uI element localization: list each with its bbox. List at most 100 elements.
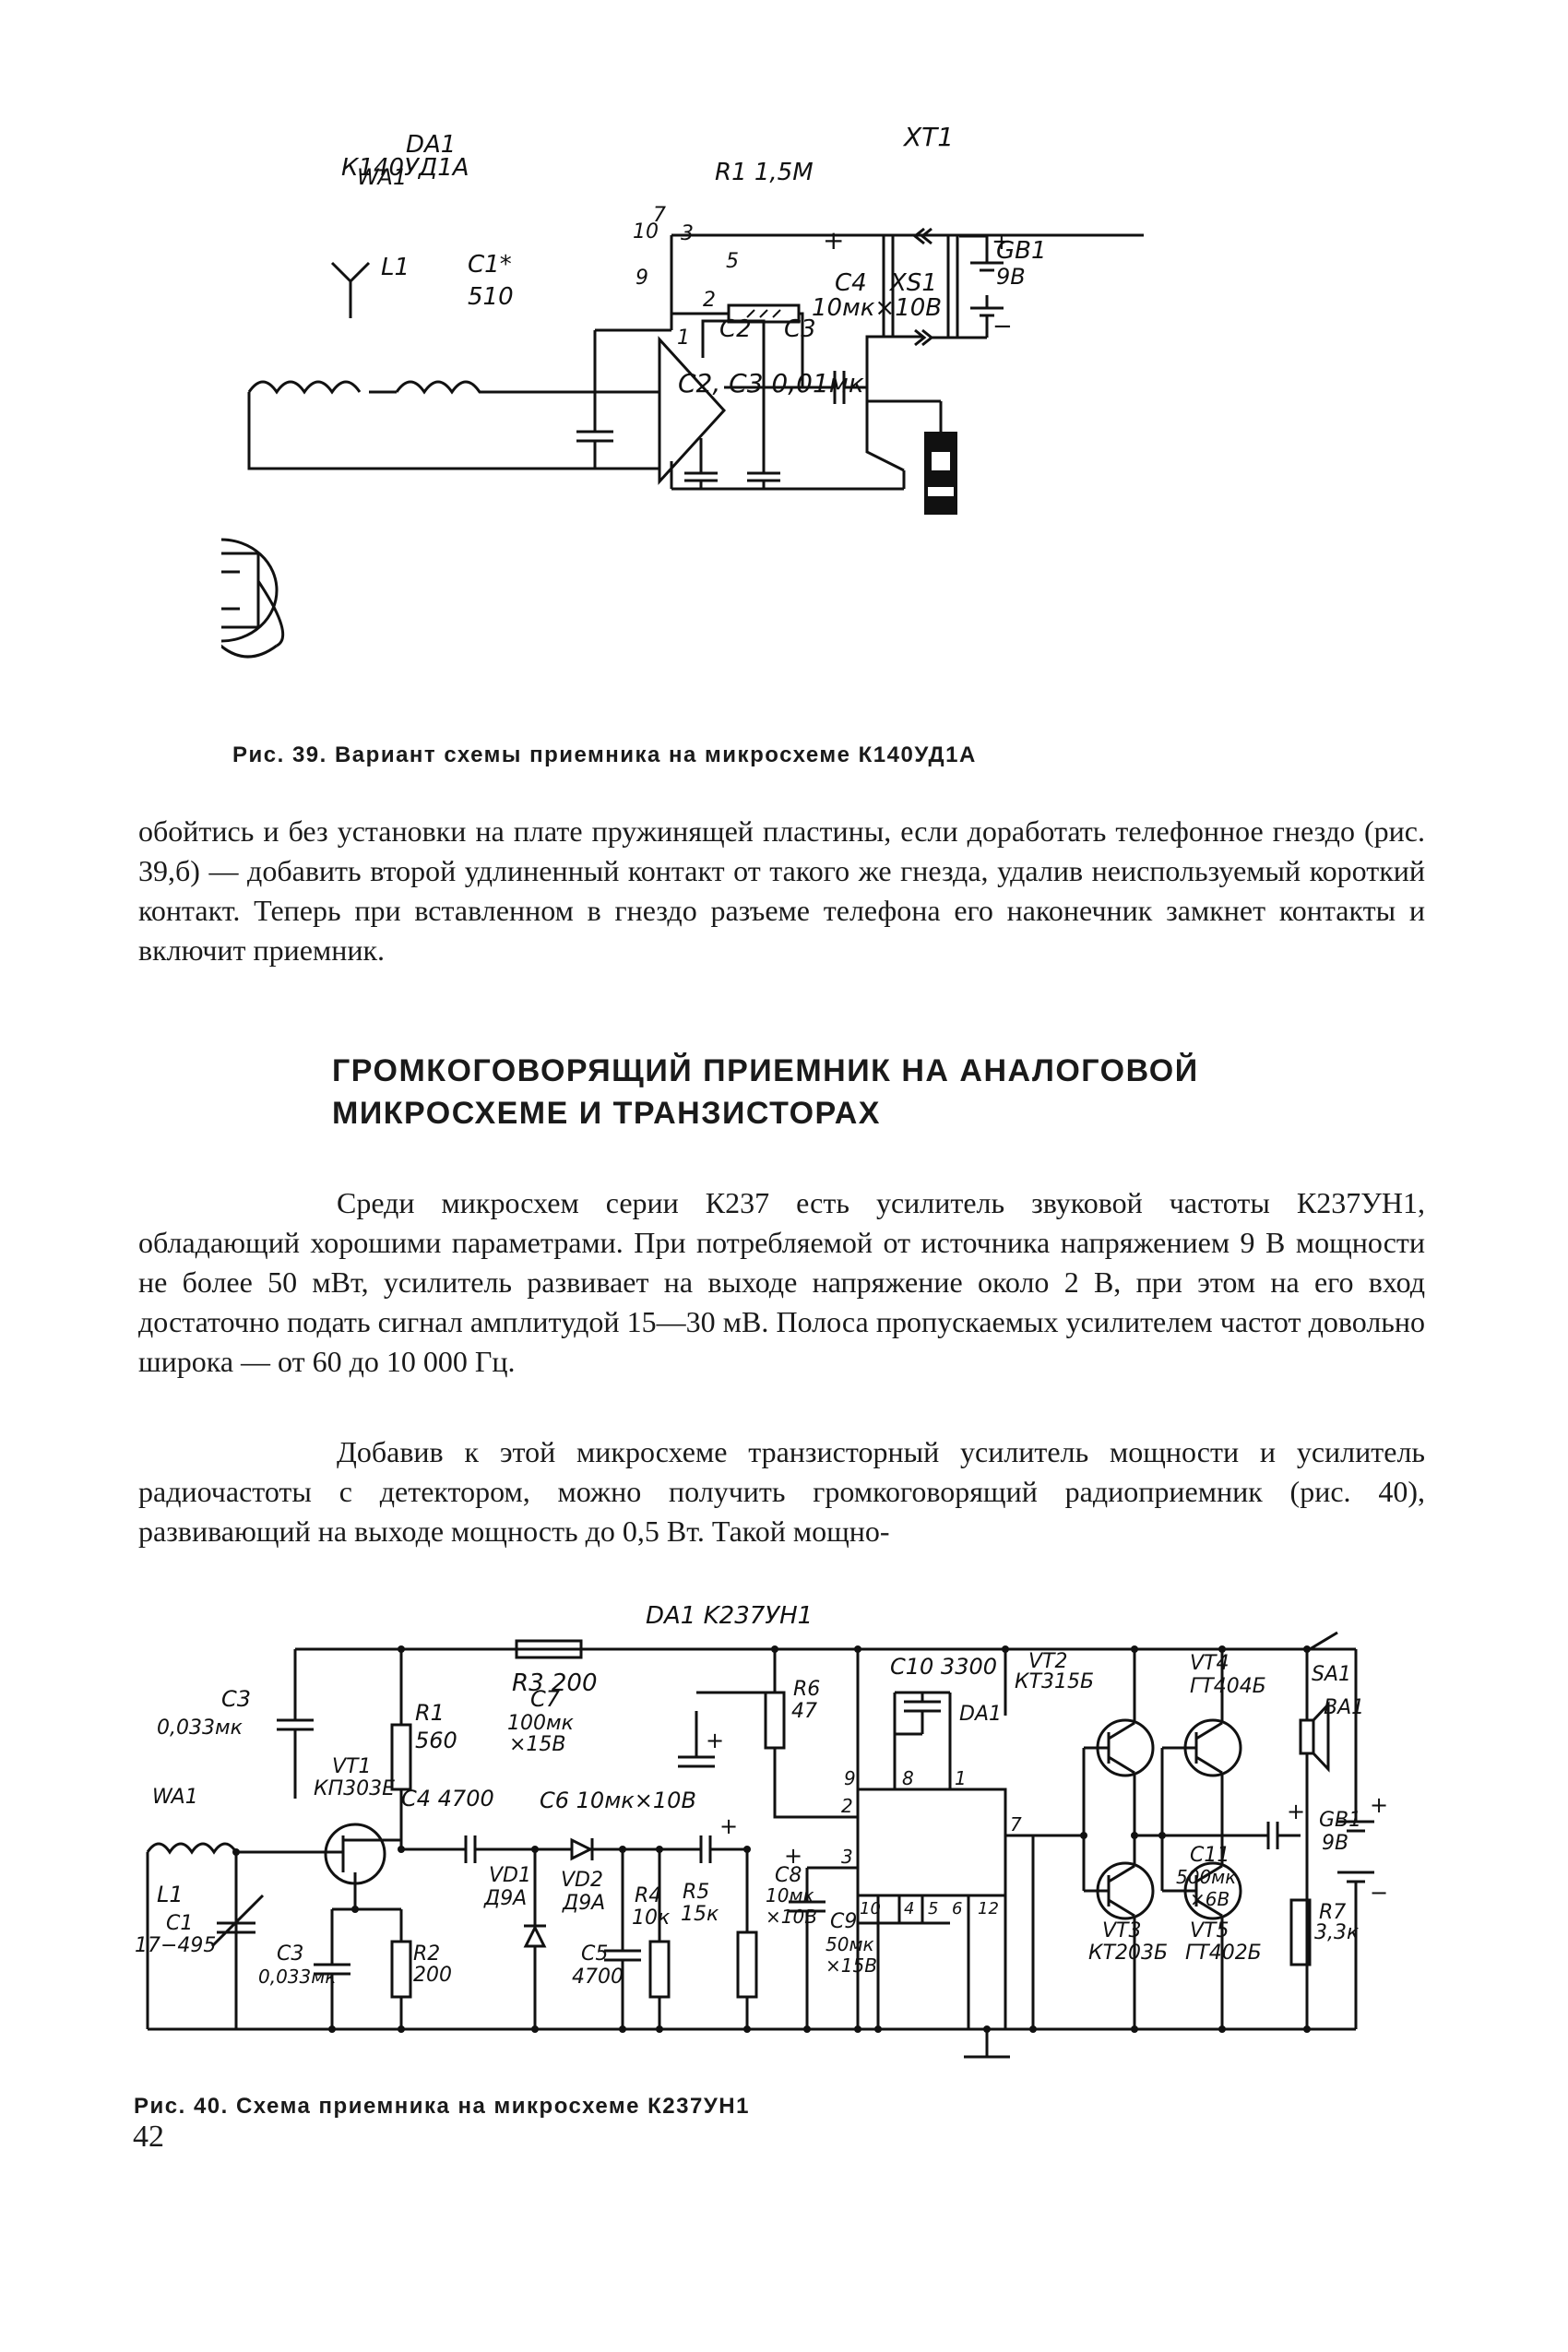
fig40-gb1-label: GB1 xyxy=(1319,1809,1361,1832)
fig40-pin12: 12 xyxy=(978,1899,999,1918)
fig40-da1-short: DA1 xyxy=(959,1703,1002,1726)
fig40-da1-label: DA1 K237УН1 xyxy=(646,1605,813,1630)
fig39-c4-label: C4 xyxy=(835,269,867,297)
fig39-wa1-label: WA1 xyxy=(357,164,407,190)
fig40-c8-label: C8 xyxy=(775,1864,802,1887)
fig40-pin7: 7 xyxy=(1010,1813,1022,1835)
fig40-c11-voltage: ×6В xyxy=(1190,1888,1229,1910)
fig40-gb1-minus: − xyxy=(1370,1880,1388,1906)
fig39-pin2: 2 xyxy=(703,289,716,312)
fig40-pin3: 3 xyxy=(841,1846,853,1868)
fig40-vd1-label: VD1 xyxy=(489,1864,531,1887)
fig40-c5-label: C5 xyxy=(581,1942,608,1966)
fig40-vt5-type: ГТ402Б xyxy=(1185,1942,1262,1965)
fig40-c3-top-label: C3 xyxy=(221,1686,251,1712)
fig39-da1-label: DA1 xyxy=(406,131,456,159)
fig40-ba1-label: BA1 xyxy=(1324,1696,1364,1719)
fig40-vd2-type: Д9А xyxy=(562,1892,605,1915)
fig40-r4-label: R4 xyxy=(635,1884,661,1907)
fig40-c9-label: C9 xyxy=(830,1910,857,1933)
fig39-pin9: 9 xyxy=(636,267,648,290)
paragraph-2-text: Среди микросхем серии К237 есть усилител… xyxy=(138,1186,1425,1378)
figure-40-schematic: DA1 K237УН1 R3 200 C3 0,033мк R1 560 C7 … xyxy=(135,1605,1388,2059)
fig40-vt4-label: VT4 xyxy=(1190,1652,1229,1675)
fig40-vt2-label: VT2 xyxy=(1028,1650,1068,1673)
fig39-r1-label: R1 1,5М xyxy=(715,159,814,186)
fig40-c9-value: 50мк xyxy=(826,1933,874,1955)
fig40-vt4-type: ГТ404Б xyxy=(1190,1675,1266,1698)
fig40-vt1-label: VT1 xyxy=(332,1755,372,1778)
fig39-c2c3-value: C2, C3 0,01мк xyxy=(678,368,864,398)
fig40-r7-value: 3,3к xyxy=(1314,1921,1360,1944)
fig40-c11-label: C11 xyxy=(1190,1844,1229,1867)
fig40-gb1-plus: + xyxy=(1370,1792,1388,1818)
fig40-c8-value: 10мк xyxy=(766,1884,814,1907)
paragraph-1-text: обойтись и без установки на плате пружин… xyxy=(138,814,1425,967)
fig40-l1-label: L1 xyxy=(157,1882,184,1907)
fig40-r6-label: R6 xyxy=(793,1678,820,1701)
paragraph-3-text: Добавив к этой микросхеме транзисторный … xyxy=(138,1435,1425,1548)
paragraph-1: обойтись и без установки на плате пружин… xyxy=(138,812,1425,970)
fig40-c4-label: C4 4700 xyxy=(401,1786,494,1812)
fig40-c10-label: C10 3300 xyxy=(890,1654,997,1680)
fig40-vt5-label: VT5 xyxy=(1190,1919,1229,1942)
fig40-r2-value: 200 xyxy=(413,1964,452,1987)
fig39-caption: Рис. 39. Вариант схемы приемника на микр… xyxy=(232,742,977,767)
fig40-c5-value: 4700 xyxy=(572,1966,624,1989)
fig39-c1-value: 510 xyxy=(468,283,514,311)
fig40-pin2: 2 xyxy=(841,1795,853,1817)
fig40-r2-label: R2 xyxy=(413,1942,440,1966)
fig40-r7-label: R7 xyxy=(1319,1901,1346,1924)
fig40-c7-label: C7 xyxy=(530,1686,561,1712)
fig39-c3-label: C3 xyxy=(784,315,816,343)
fig40-wa1-label: WA1 xyxy=(152,1786,198,1809)
fig40-vd1-type: Д9А xyxy=(483,1887,527,1910)
fig40-pin4: 4 xyxy=(904,1899,914,1918)
fig40-r4-value: 10к xyxy=(632,1907,671,1930)
fig39-c4-plus: + xyxy=(823,225,844,255)
fig39-da1-type: К140УД1А xyxy=(341,154,469,182)
fig40-c1-value: 17−495 xyxy=(135,1934,216,1957)
fig40-c3-bot-label: C3 xyxy=(277,1942,303,1966)
fig39-l1-label: L1 xyxy=(381,254,410,281)
fig40-c3-top-value: 0,033мк xyxy=(157,1716,244,1740)
fig39-pin7: 7 xyxy=(653,204,666,227)
fig40-r5-value: 15к xyxy=(681,1903,719,1926)
fig40-pin9: 9 xyxy=(844,1767,856,1789)
fig39-c2-label: C2 xyxy=(719,315,752,343)
fig40-pin8: 8 xyxy=(902,1767,914,1789)
fig40-c8-plus: + xyxy=(784,1843,802,1869)
fig39-gb1-plus: + xyxy=(992,228,1012,255)
fig40-c9-voltage: ×15В xyxy=(826,1954,877,1977)
fig40-r5-label: R5 xyxy=(683,1881,709,1904)
fig40-caption: Рис. 40. Схема приемника на микросхеме К… xyxy=(134,2094,750,2119)
fig40-pin1: 1 xyxy=(955,1767,967,1789)
fig40-sa1-label: SA1 xyxy=(1312,1663,1351,1686)
fig40-pin6: 6 xyxy=(952,1899,962,1918)
paragraph-3: Добавив к этой микросхеме транзисторный … xyxy=(138,1432,1425,1551)
fig40-c8-voltage: ×10В xyxy=(766,1906,817,1928)
fig40-c11-plus: + xyxy=(1287,1799,1305,1824)
fig40-r1-value: 560 xyxy=(415,1728,457,1753)
fig40-c7-plus: + xyxy=(706,1728,724,1753)
fig39-gb1-minus: − xyxy=(992,313,1013,340)
fig40-gb1-value: 9В xyxy=(1322,1832,1348,1855)
fig39-c1-label: C1* xyxy=(468,251,512,279)
fig40-r3-label: R3 200 xyxy=(512,1669,598,1697)
fig40-r1-label: R1 xyxy=(415,1700,445,1726)
fig39-pin10: 10 xyxy=(633,220,659,244)
fig40-c7-value: 100мк xyxy=(507,1712,575,1735)
fig40-c11-value: 500мк xyxy=(1176,1866,1236,1888)
fig39-xt1-label: XT1 xyxy=(902,122,954,152)
fig39-pin1: 1 xyxy=(677,327,690,350)
page-number: 42 xyxy=(133,2120,164,2154)
figure-39-schematic: а) б) WA1 DA1 К140УД1А R1 1,5М L1 C1* 51… xyxy=(221,122,1144,659)
fig39-pin5: 5 xyxy=(726,250,739,273)
fig40-c3-bot-value: 0,033мк xyxy=(258,1966,336,1988)
fig40-pin5: 5 xyxy=(928,1899,938,1918)
fig39-gb1-label: GB1 xyxy=(996,237,1047,265)
fig39-c4-value: 10мк×10В xyxy=(812,294,942,322)
fig40-pin10: 10 xyxy=(860,1899,881,1918)
fig40-c6-label: C6 10мк×10В xyxy=(540,1788,696,1813)
paragraph-2: Среди микросхем серии К237 есть усилител… xyxy=(138,1183,1425,1382)
